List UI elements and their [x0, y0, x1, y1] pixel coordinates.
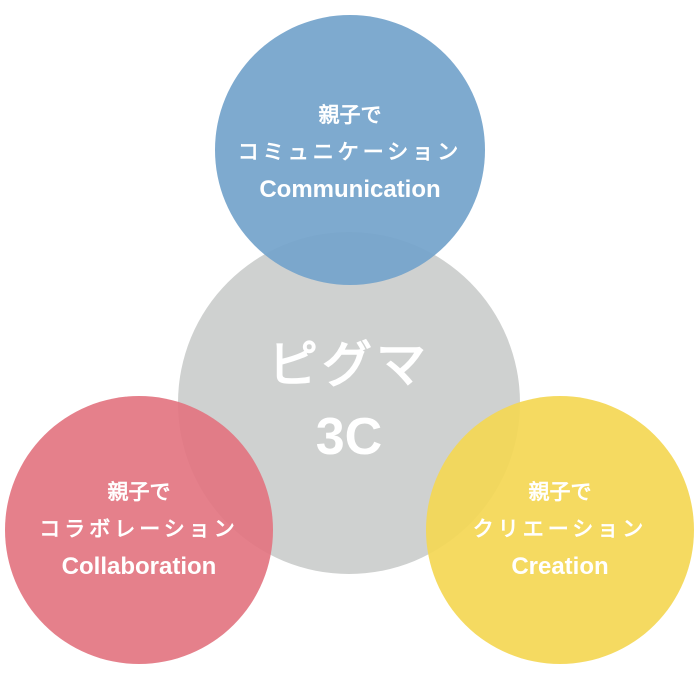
- center-label: ピグマ 3C: [268, 329, 430, 473]
- communication-line1: 親子で: [318, 102, 382, 127]
- creation-label: 親子で クリエーション Creation: [473, 474, 648, 585]
- collaboration-english: Collaboration: [61, 552, 217, 580]
- collaboration-line1: 親子で: [107, 479, 171, 504]
- creation-line1: 親子で: [528, 479, 592, 504]
- communication-circle: 親子で コミュニケーション Communication: [215, 15, 485, 285]
- center-subtitle: 3C: [315, 408, 383, 466]
- communication-label: 親子で コミュニケーション Communication: [238, 97, 463, 208]
- creation-circle: 親子で クリエーション Creation: [426, 396, 694, 664]
- creation-line2: クリエーション: [472, 516, 648, 541]
- collaboration-circle: 親子で コラボレーション Collaboration: [5, 396, 273, 664]
- creation-english: Creation: [511, 552, 609, 580]
- collaboration-label: 親子で コラボレーション Collaboration: [39, 474, 239, 585]
- communication-english: Communication: [259, 175, 441, 203]
- collaboration-line2: コラボレーション: [39, 516, 239, 541]
- center-title: ピグマ: [268, 336, 430, 394]
- communication-line2: コミュニケーション: [237, 139, 463, 164]
